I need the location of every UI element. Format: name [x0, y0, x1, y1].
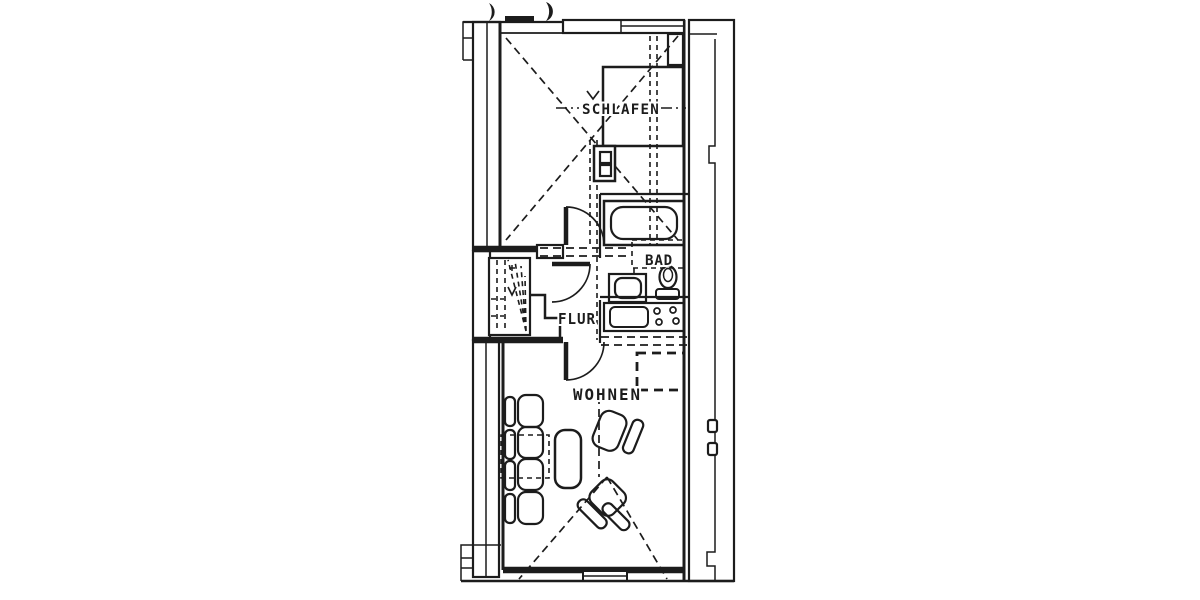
sofa-seat-cushion: [516, 457, 545, 492]
dashed-table: [635, 351, 686, 392]
armchair-seat: [591, 409, 628, 452]
stove-burner-icon: [669, 306, 677, 314]
slope-arrow-icon: [586, 90, 600, 101]
roof-slope-diagonal: [518, 476, 608, 580]
door-leaf-icon: [489, 3, 495, 21]
roof-window-handle-icon: [706, 441, 719, 457]
armchair-bottom: [576, 478, 628, 530]
living-door-swing: [565, 341, 605, 381]
door-leaf-icon: [546, 2, 553, 21]
bathtub-icon: [609, 205, 679, 241]
kitchen-niche: [600, 295, 689, 392]
sofa-row: [503, 393, 545, 526]
kitchen-sink-icon: [609, 306, 649, 328]
dashed-overlay-rect: [500, 434, 550, 479]
armchair-side-piece: [621, 418, 645, 455]
toilet-bowl-inner: [662, 267, 674, 283]
wardrobe: [666, 32, 685, 67]
armchair-seat: [588, 478, 628, 517]
roof-height-dashed-pair: [649, 36, 658, 246]
armchair-top: [591, 409, 645, 455]
room-label-flur: FLUR: [558, 310, 596, 328]
winder-staircase: [487, 256, 532, 337]
armchair-side-piece: [601, 502, 631, 532]
roof-window-handle-icon: [706, 418, 719, 434]
bathtub-plinth: [602, 199, 686, 247]
outer-boundary: [461, 566, 734, 583]
door-threshold-bar: [505, 16, 534, 21]
room-flur: FLUR: [473, 248, 605, 381]
room-label-wohnen: WOHNEN: [573, 385, 642, 404]
roof-slope-diagonal: [505, 35, 679, 241]
roof-line-dashed-corridor: [540, 247, 630, 257]
stair-direction-arrow-icon: [507, 286, 517, 297]
room-label-schlafen: SCHLAFEN: [582, 102, 660, 118]
coffee-table: [553, 428, 583, 490]
stair-plus-mark: [509, 265, 515, 271]
dresser-socket-icon: [598, 163, 613, 178]
room-wohnen: WOHNEN: [500, 383, 668, 580]
dresser-socket-icon: [598, 150, 613, 165]
bath-door-swing: [551, 263, 591, 303]
sofa-back-cushion: [503, 428, 517, 461]
entrance-top: [463, 2, 686, 35]
room-label-bad: BAD: [645, 253, 673, 269]
sofa-back-cushion: [503, 492, 517, 525]
bed: [601, 65, 685, 148]
side-piece-bottom: [601, 502, 631, 532]
room-schlafen: SCHLAFEN: [505, 32, 686, 246]
sofa-seat-cushion: [516, 490, 545, 526]
left-corner-cells: [460, 544, 501, 581]
stove-burner-icon: [653, 307, 661, 315]
stove-burner-icon: [672, 317, 680, 325]
roof-slope-diagonal: [606, 476, 668, 580]
stove-burner-icon: [655, 318, 663, 326]
sofa-back-cushion: [503, 395, 517, 428]
kitchen-counter: [602, 301, 686, 333]
right-strip-midline: [706, 39, 716, 581]
stair-landing-step-wall: [530, 293, 562, 340]
stair-treads-dashed: [491, 259, 527, 332]
counter-overhang-dashed: [601, 336, 688, 346]
sofa-back-cushion: [503, 459, 517, 492]
armchair-back: [576, 498, 608, 530]
